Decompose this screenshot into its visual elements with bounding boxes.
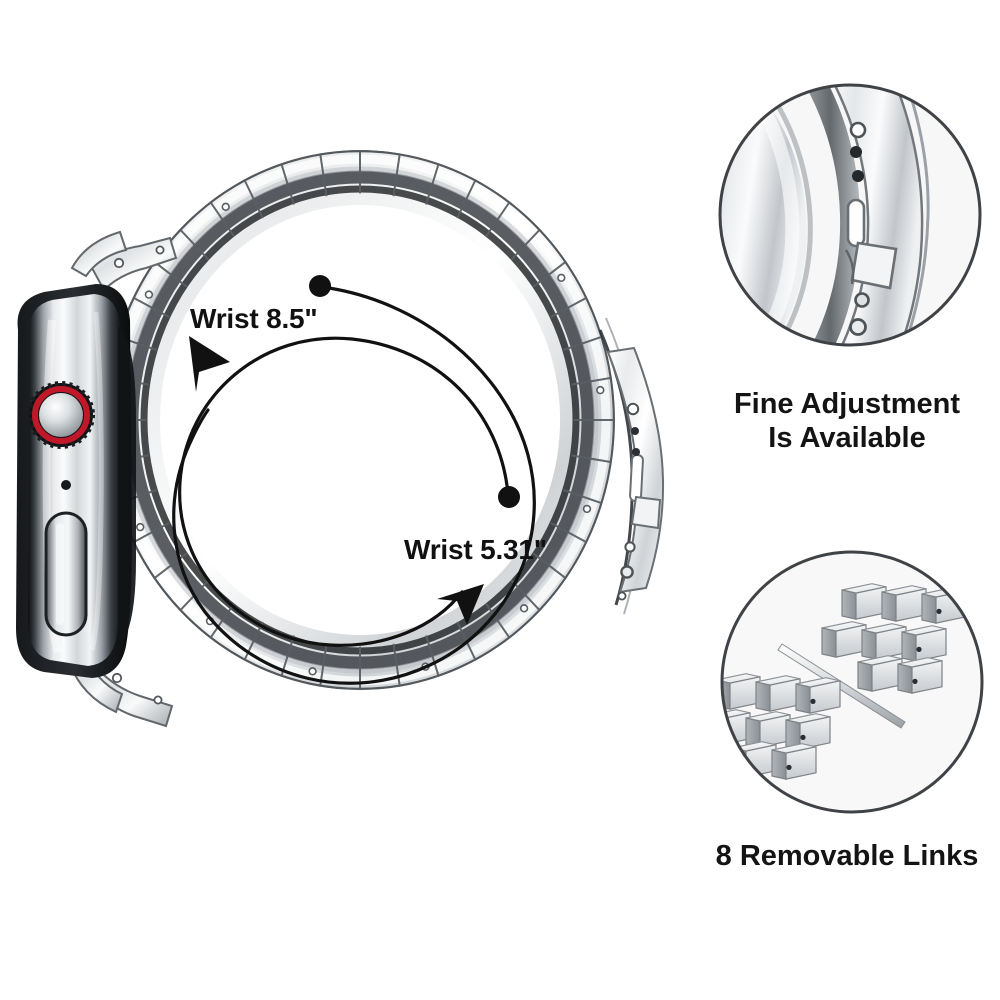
digital-crown [27, 381, 95, 449]
wrist-outer-label: Wrist 8.5" [190, 303, 318, 334]
bracelet-pin-holes [113, 202, 605, 676]
bracelet-link-seams [104, 150, 615, 691]
link-removal-pin [777, 643, 906, 729]
wrist-range-arcs [172, 285, 536, 685]
arc-endpoint-dots [309, 275, 520, 508]
wrist-outer-dot [309, 275, 331, 297]
fine-adjustment-caption: Fine Adjustment Is Available [733, 388, 961, 454]
inner-arc-arrowhead [437, 584, 484, 625]
arc-arrowheads [189, 336, 484, 625]
wrist-inner-dot [498, 486, 520, 508]
lower-lug-connector [68, 650, 174, 728]
clasp-assembly [598, 317, 665, 615]
upper-lug-connector [70, 230, 178, 292]
watch-case-side-profile [16, 284, 136, 678]
microphone-port [61, 480, 71, 490]
wrist-outer-arc [172, 285, 536, 685]
wrist-inner-label: Wrist 5.31" [404, 534, 547, 565]
wrist-inner-arc [178, 336, 510, 647]
outer-arc-arrowhead [189, 336, 230, 392]
bracelet-ring [104, 150, 615, 691]
side-button [44, 511, 88, 637]
removable-links-caption: 8 Removable Links [715, 840, 979, 872]
